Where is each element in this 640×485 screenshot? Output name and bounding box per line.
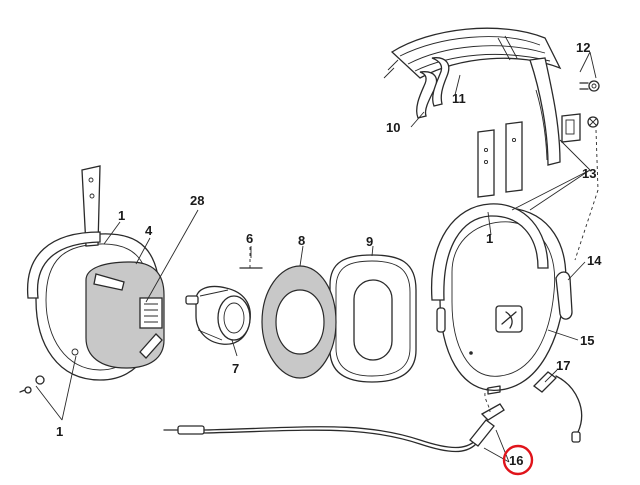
slider-brackets-13 [477, 113, 581, 198]
leader-lines [35, 51, 599, 463]
callout-9: 9 [366, 234, 373, 249]
callout-8: 8 [298, 233, 305, 248]
callout-1-cup: 1 [486, 231, 493, 246]
foam-ring-8 [261, 265, 337, 379]
screws-left [19, 375, 45, 394]
callout-5: 4 [145, 223, 153, 238]
callout-15: 15 [580, 333, 594, 348]
callout-4: 1 [118, 208, 125, 223]
callout-12: 12 [576, 40, 590, 55]
callout-13: 13 [582, 166, 596, 181]
callout-28: 28 [190, 193, 204, 208]
cord-16 [163, 403, 505, 453]
part-14 [555, 271, 573, 320]
callout-6: 6 [246, 231, 253, 246]
callout-7: 7 [232, 361, 239, 376]
headband-assembly [383, 27, 562, 166]
screw-hardware-12 [579, 80, 600, 128]
cord-17 [533, 371, 583, 443]
callout-17: 17 [556, 358, 570, 373]
callout-14: 14 [587, 253, 602, 268]
highlight-circle-16 [502, 444, 534, 476]
callout-10: 10 [386, 120, 400, 135]
callout-11: 11 [452, 91, 466, 106]
callout-labels: 12 11 10 13 1 14 15 17 9 8 6 7 28 4 1 1 … [56, 40, 602, 476]
ear-cup-15 [430, 203, 567, 395]
ear-seal-9 [329, 254, 417, 383]
callout-16: 16 [509, 453, 523, 468]
speaker-assembly-7 [185, 285, 251, 345]
callout-1-left: 1 [56, 424, 63, 439]
foam-pad-5 [85, 261, 165, 369]
